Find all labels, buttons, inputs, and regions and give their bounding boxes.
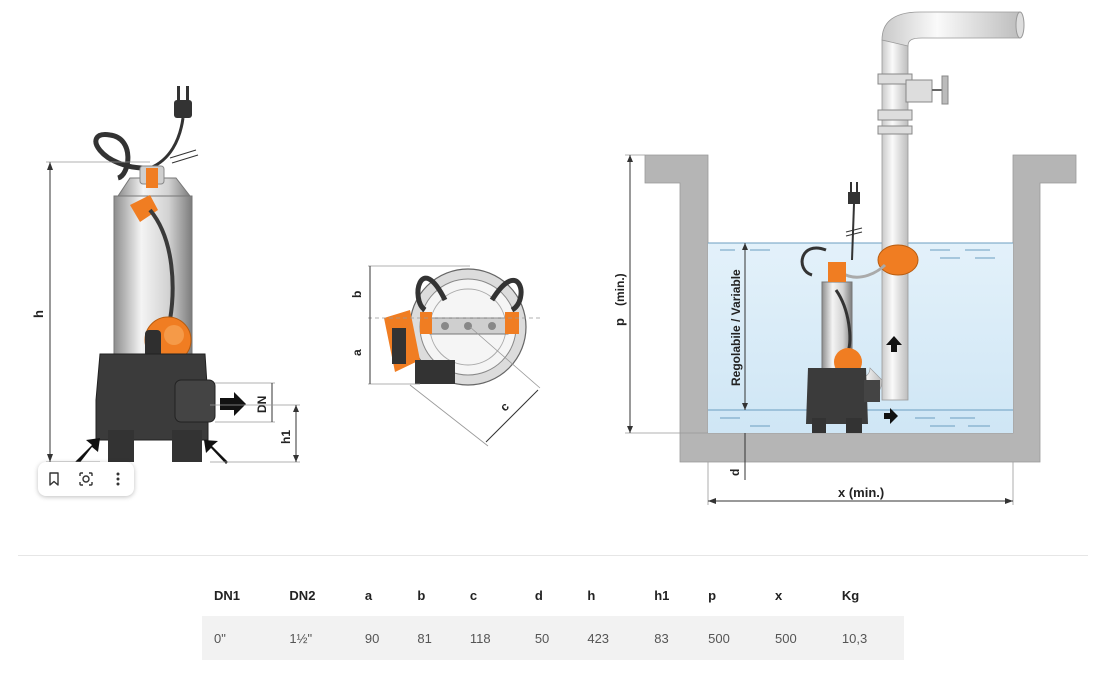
header-kg: Kg — [841, 587, 860, 603]
lens-button[interactable] — [72, 465, 100, 493]
pump-front-view: h DN h1 — [31, 86, 300, 465]
plug-icon — [174, 100, 192, 118]
installation-view: Regolabile / Variable p (min.) d x (min.… — [612, 11, 1077, 505]
cell-p: 500 — [696, 616, 763, 660]
header-dn2: DN2 — [289, 587, 316, 603]
more-options-button[interactable] — [104, 465, 132, 493]
dim-label-h: h — [31, 310, 46, 318]
cell-h: 423 — [575, 616, 643, 660]
header-b: b — [417, 587, 426, 603]
dim-label-p: p — [612, 318, 627, 326]
cell-b: 81 — [405, 616, 458, 660]
header-dn1: DN1 — [214, 587, 241, 603]
dim-label-d: d — [728, 469, 742, 476]
dim-label-p-min: (min.) — [613, 273, 627, 306]
cell-d: 50 — [522, 616, 576, 660]
header-x: x — [775, 587, 783, 603]
specs-table: DN1 DN2 a b c d h h1 p x Kg 0" 1½" 90 81… — [202, 574, 904, 660]
cell-x: 500 — [763, 616, 830, 660]
cell-dn1: 0" — [202, 616, 278, 660]
header-a: a — [364, 587, 373, 603]
header-d: d — [534, 587, 543, 603]
technical-drawing-svg: h DN h1 b — [31, 11, 1077, 505]
header-p: p — [708, 587, 717, 603]
header-c: c — [469, 587, 478, 603]
dim-label-x: x (min.) — [838, 485, 884, 500]
dim-label-a: a — [350, 349, 364, 356]
pump-top-view: b a c — [350, 265, 541, 447]
header-h1: h1 — [654, 587, 670, 603]
lens-icon — [79, 472, 93, 486]
dim-label-h1: h1 — [279, 430, 293, 444]
pump-drawing: h DN h1 b — [31, 11, 1077, 505]
more-icon — [116, 472, 120, 486]
dim-label-c: c — [497, 399, 512, 414]
dim-label-dn: DN — [255, 396, 269, 413]
dim-label-b: b — [350, 291, 364, 298]
cell-a: 90 — [352, 616, 406, 660]
bookmark-button[interactable] — [40, 465, 68, 493]
cell-dn2: 1½" — [277, 616, 353, 660]
cell-h1: 83 — [642, 616, 697, 660]
bookmark-icon — [49, 472, 59, 486]
section-divider — [18, 555, 1088, 556]
image-toolbar — [38, 462, 134, 496]
dim-label-regolabile: Regolabile / Variable — [729, 269, 743, 386]
specs-header-row: DN1 DN2 a b c d h h1 p x Kg — [202, 574, 904, 616]
cell-kg: 10,3 — [829, 616, 904, 660]
header-h: h — [587, 587, 596, 603]
table-row: 0" 1½" 90 81 118 50 423 83 500 500 10,3 — [202, 616, 904, 660]
cell-c: 118 — [457, 616, 523, 660]
